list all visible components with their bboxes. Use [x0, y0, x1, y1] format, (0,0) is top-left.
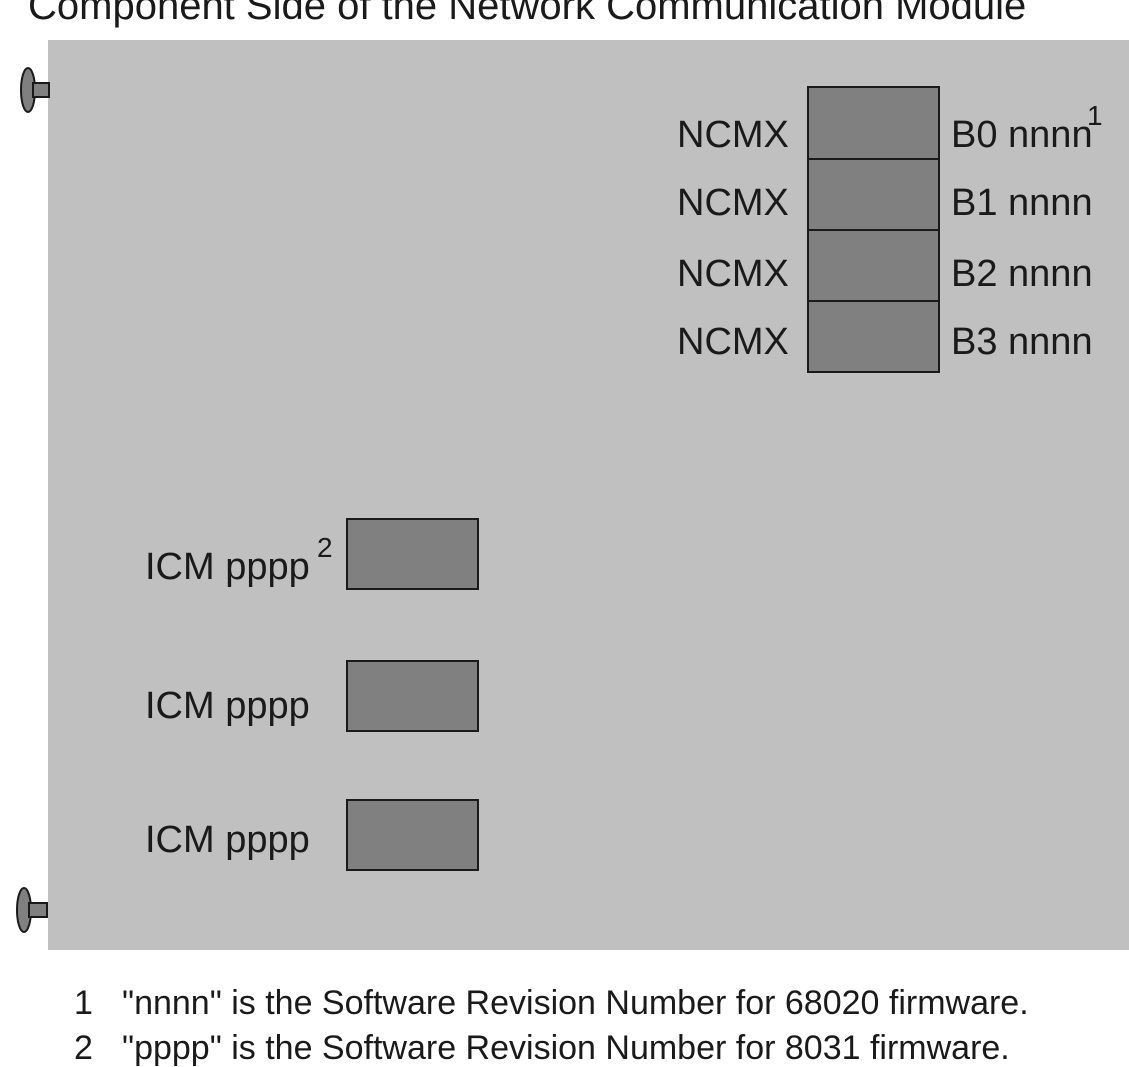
bottom-ejector-clip-icon [16, 887, 48, 933]
footnote-marker-1: 1 [1087, 100, 1103, 131]
icm-chip-2-label: ICM pppp [145, 819, 310, 861]
footnote-1-number: 1 [74, 984, 93, 1022]
footnote-1-text: "nnnn" is the Software Revision Number f… [122, 984, 1029, 1022]
ncmx-chip-3-label: NCMX [677, 321, 789, 363]
top-ejector-clip-icon [20, 67, 50, 113]
ncmx-chip-3 [807, 300, 940, 373]
diagram-title: Component Side of the Network Communicat… [28, 0, 1027, 28]
footnote-2-number: 2 [74, 1029, 93, 1067]
icm-chip-2 [346, 799, 479, 871]
icm-chip-1 [346, 660, 479, 732]
ncmx-chip-0 [807, 86, 940, 160]
ncmx-chip-1 [807, 158, 940, 232]
icm-chip-0 [346, 518, 479, 590]
icm-chip-1-label: ICM pppp [145, 685, 310, 727]
footnote-2-text: "pppp" is the Software Revision Number f… [122, 1029, 1010, 1067]
ncmx-chip-3-revision: B3 nnnn [951, 321, 1093, 363]
icm-chip-0-label: ICM pppp [145, 546, 310, 588]
ncmx-chip-2-label: NCMX [677, 253, 789, 295]
circuit-board [48, 40, 1129, 950]
footnote-marker-2: 2 [317, 532, 333, 563]
ncmx-chip-1-revision: B1 nnnn [951, 182, 1093, 224]
ncmx-chip-2-revision: B2 nnnn [951, 253, 1093, 295]
ncmx-chip-2 [807, 229, 940, 303]
ncmx-chip-1-label: NCMX [677, 182, 789, 224]
ncmx-chip-0-revision: B0 nnnn [951, 114, 1093, 156]
ncmx-chip-0-label: NCMX [677, 114, 789, 156]
